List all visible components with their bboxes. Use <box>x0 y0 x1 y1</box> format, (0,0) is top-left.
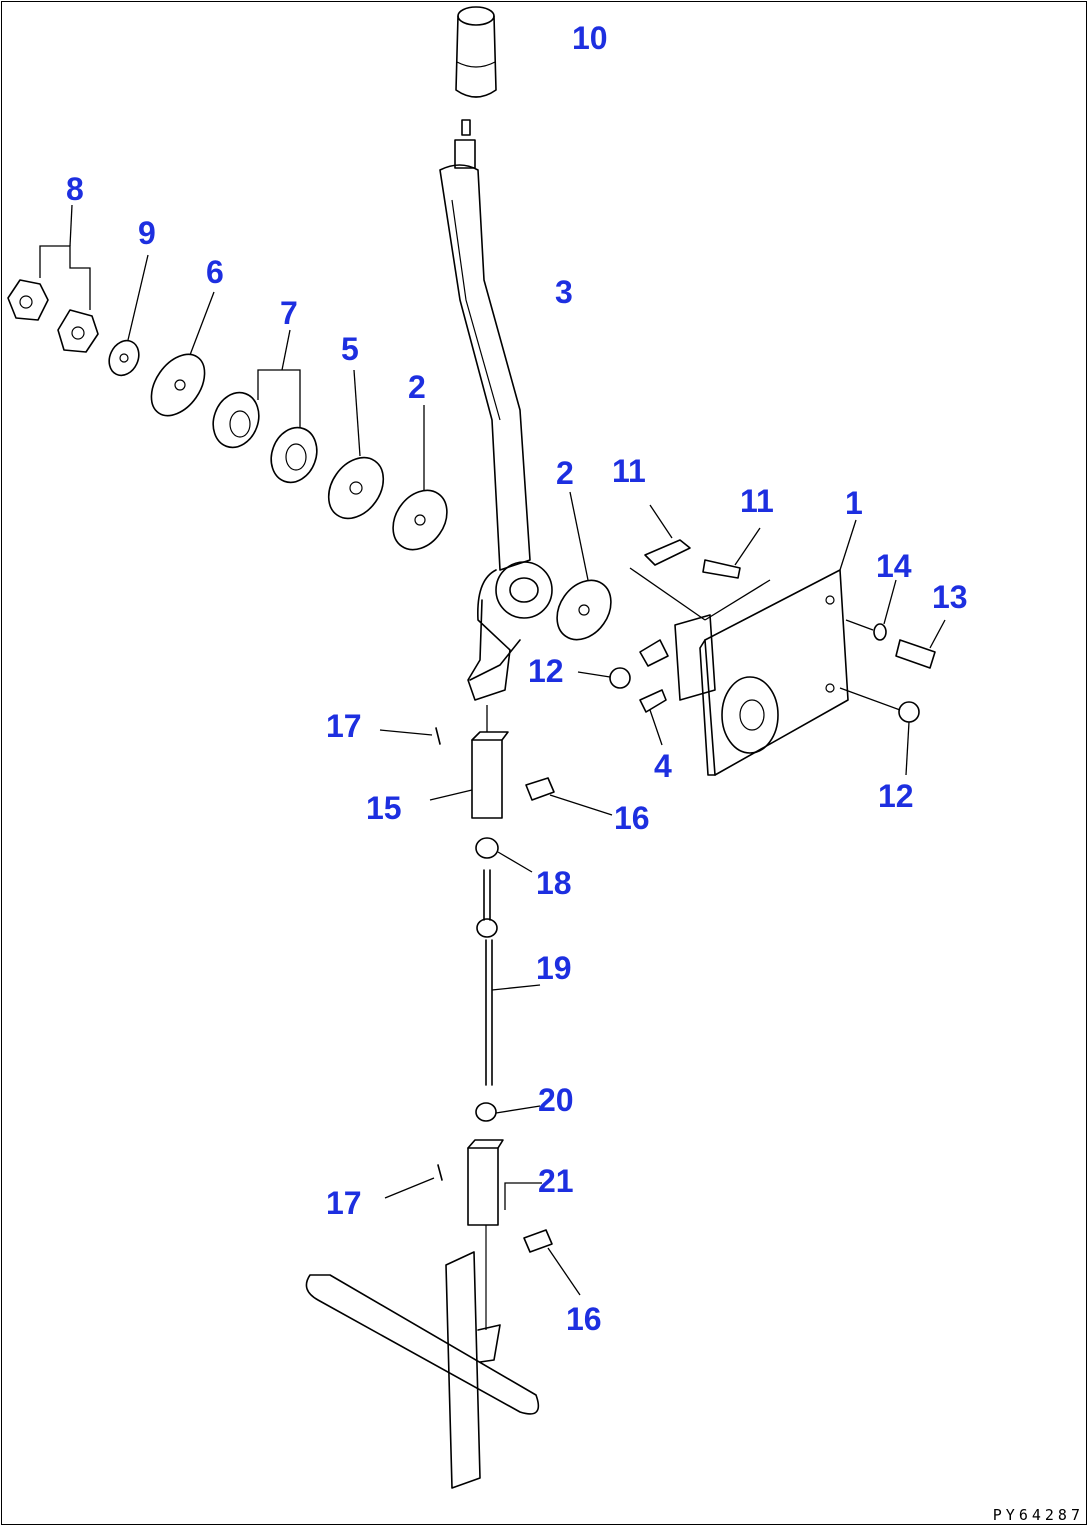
nut-pair-part <box>7 204 99 353</box>
callout-9: 9 <box>138 215 156 251</box>
bushing-set-part <box>212 329 318 484</box>
bracket-part <box>674 519 857 776</box>
clevis-lower-part <box>384 1139 581 1296</box>
lever-part <box>439 119 553 701</box>
callout-10: 10 <box>572 20 608 56</box>
callout-13: 13 <box>932 579 968 615</box>
rod-assembly-part <box>475 837 541 1122</box>
callout-labels: 10 3 8 9 6 7 5 2 2 11 11 1 14 13 12 12 4… <box>66 20 968 1337</box>
callout-4: 4 <box>654 748 672 784</box>
callout-11-right: 11 <box>740 483 774 519</box>
washer-2-left-part <box>392 405 448 551</box>
callout-2-right: 2 <box>556 455 574 491</box>
callout-2-left: 2 <box>408 369 426 405</box>
callout-8: 8 <box>66 171 84 207</box>
callout-16-upper: 16 <box>614 800 650 836</box>
callout-12-right: 12 <box>878 778 914 814</box>
knob-part <box>455 6 497 98</box>
callout-19: 19 <box>536 950 572 986</box>
callout-12-left: 12 <box>528 653 564 689</box>
drawing-code-label: PY64287 <box>992 1506 1084 1524</box>
callout-15: 15 <box>366 790 402 826</box>
callout-21: 21 <box>538 1163 574 1199</box>
callout-20: 20 <box>538 1082 574 1118</box>
callout-18: 18 <box>536 865 572 901</box>
bracket-hardware-part <box>577 579 946 776</box>
lower-lever-part <box>305 1225 540 1489</box>
callout-17-lower: 17 <box>326 1185 362 1221</box>
callout-3: 3 <box>555 274 573 310</box>
callout-5: 5 <box>341 331 359 367</box>
callout-6: 6 <box>206 254 224 290</box>
washer-5-part <box>327 369 385 520</box>
callout-16-lower: 16 <box>566 1301 602 1337</box>
washer-2-right-part <box>556 491 612 641</box>
bolt-11-part <box>629 504 771 621</box>
callout-17-upper: 17 <box>326 708 362 744</box>
clevis-upper-part <box>379 705 613 819</box>
callout-11-left: 11 <box>612 453 646 489</box>
disc-plate-part <box>150 291 215 417</box>
small-washer-part <box>108 254 149 377</box>
key-part <box>639 689 667 746</box>
callout-7: 7 <box>280 295 298 331</box>
callout-14: 14 <box>876 548 912 584</box>
callout-1: 1 <box>845 485 863 521</box>
